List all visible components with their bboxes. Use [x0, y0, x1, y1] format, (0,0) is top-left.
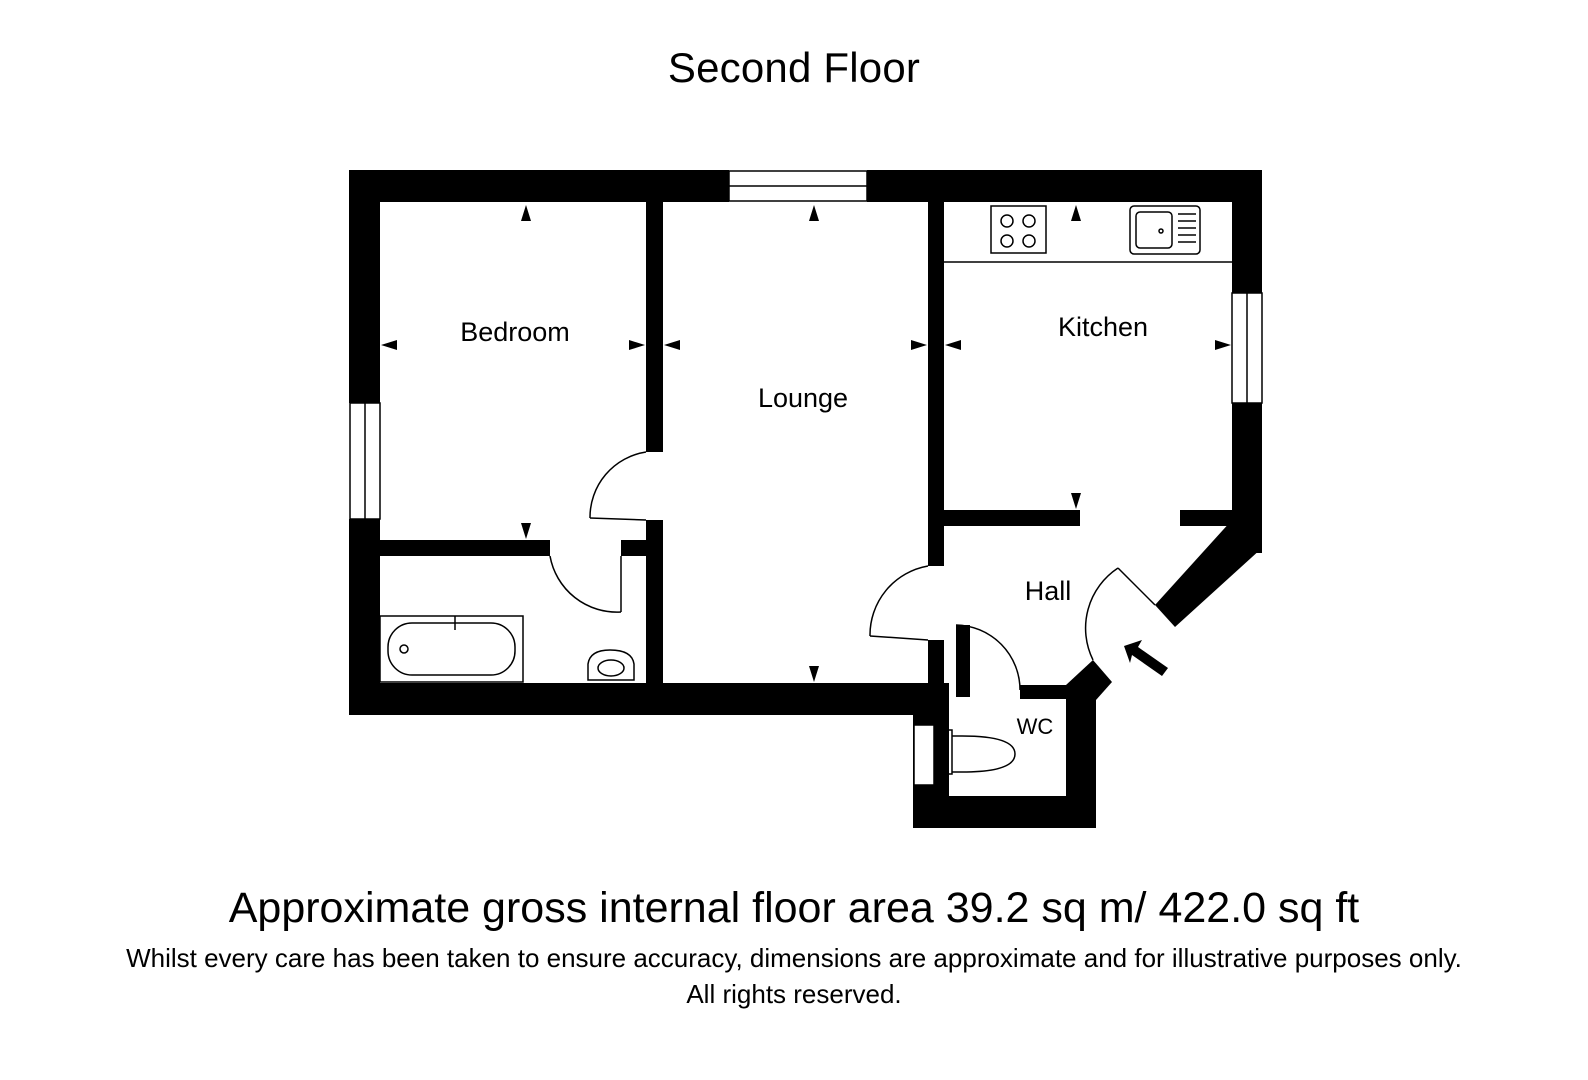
- floor-title: Second Floor: [667, 44, 921, 91]
- hob-icon: [990, 205, 1047, 254]
- room-label-lounge: Lounge: [758, 383, 848, 413]
- dimension-markers: [381, 205, 1231, 682]
- doors: [549, 451, 1156, 691]
- disclaimer-line-1: Whilst every care has been taken to ensu…: [126, 943, 1462, 973]
- room-label-kitchen: Kitchen: [1058, 312, 1148, 342]
- windows: [349, 170, 1263, 786]
- disclaimer: Whilst every care has been taken to ensu…: [0, 940, 1588, 1012]
- disclaimer-line-2: All rights reserved.: [686, 979, 902, 1009]
- bath-icon: [379, 615, 524, 683]
- fixtures: [379, 205, 1232, 775]
- room-label-wc: WC: [1017, 714, 1054, 739]
- toilet-icon: [937, 729, 953, 775]
- basin-icon: [587, 649, 635, 681]
- floor-area-text: Approximate gross internal floor area 39…: [228, 884, 1360, 932]
- sink-icon: [1129, 205, 1201, 255]
- walls: [349, 170, 1262, 828]
- entrance-arrow-icon: [1124, 640, 1168, 676]
- window-wc: [913, 724, 935, 786]
- room-label-bedroom: Bedroom: [460, 317, 570, 347]
- room-label-hall: Hall: [1025, 576, 1072, 606]
